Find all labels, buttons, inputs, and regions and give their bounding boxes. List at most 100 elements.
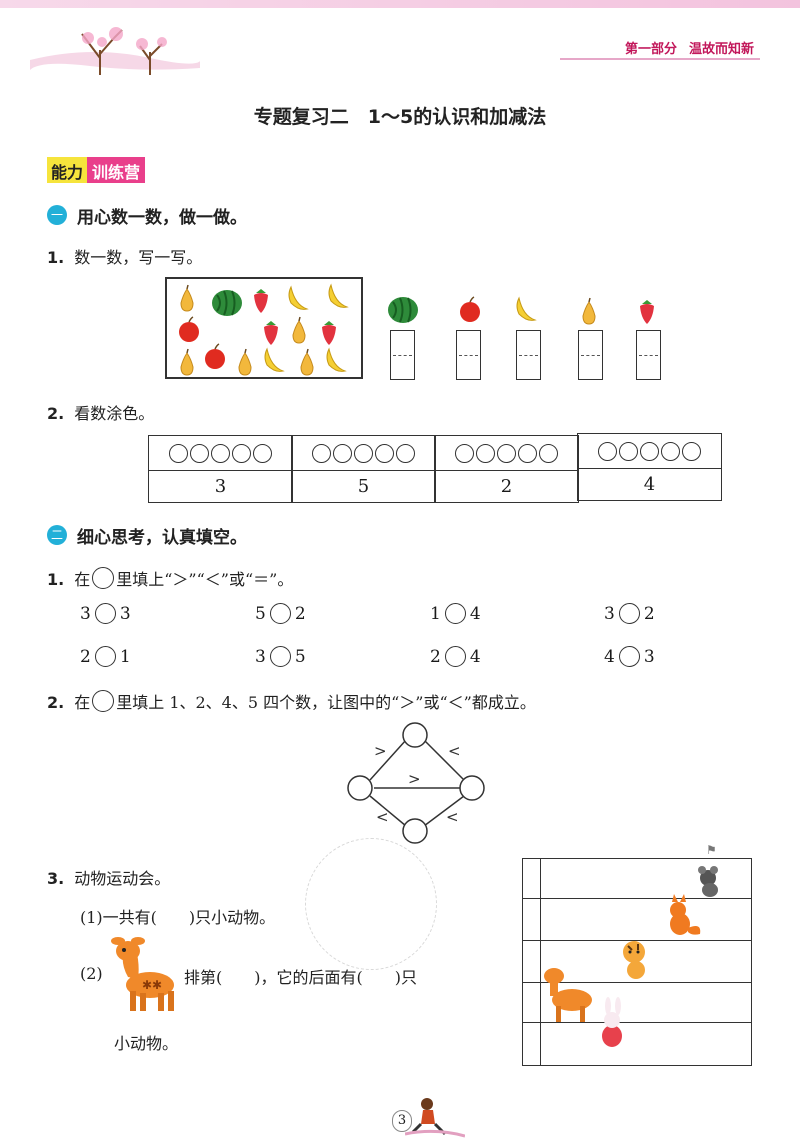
strawberry-icon bbox=[640, 300, 654, 324]
color-box[interactable]: 2 bbox=[434, 435, 579, 503]
apple-icon bbox=[178, 316, 200, 343]
circle[interactable] bbox=[333, 443, 352, 463]
node-bottom bbox=[402, 818, 428, 844]
node-right bbox=[459, 775, 485, 801]
circle[interactable] bbox=[640, 441, 659, 461]
s2-q3-part1: (1)一共有( )只小动物。 bbox=[80, 908, 276, 927]
fox-icon bbox=[670, 894, 701, 935]
write-box-banana[interactable] bbox=[516, 330, 541, 380]
sign-top-left: > bbox=[374, 742, 387, 760]
oval-icon bbox=[92, 690, 115, 712]
cmp-right: 5 bbox=[294, 646, 306, 667]
s2-q2-num: 2. bbox=[47, 693, 65, 712]
circle-row bbox=[292, 436, 435, 471]
header-part: 第一部分 bbox=[624, 42, 677, 57]
cmp-left: 4 bbox=[604, 646, 615, 667]
compare-circle[interactable] bbox=[444, 603, 466, 624]
circle[interactable] bbox=[497, 443, 516, 463]
cmp-right: 1 bbox=[119, 646, 131, 667]
circle[interactable] bbox=[455, 443, 474, 463]
circle[interactable] bbox=[253, 443, 272, 463]
page-title: 专题复习二 1～5的认识和加减法 bbox=[253, 106, 547, 128]
circle[interactable] bbox=[539, 443, 558, 463]
circle[interactable] bbox=[169, 443, 188, 463]
color-number: 5 bbox=[357, 476, 370, 497]
compare-circle[interactable] bbox=[618, 646, 640, 667]
compare-circle[interactable] bbox=[269, 646, 291, 667]
compare-circle[interactable] bbox=[94, 603, 116, 624]
sign-bottom-right: < bbox=[446, 808, 459, 826]
mouse-icon bbox=[698, 866, 718, 897]
s2-q3-part2-label: (2) bbox=[80, 964, 103, 983]
s1-q2-text: 看数涂色。 bbox=[74, 404, 155, 423]
compare-circle[interactable] bbox=[618, 603, 640, 624]
strawberry-icon bbox=[254, 289, 268, 313]
node-left bbox=[347, 775, 373, 801]
cmp-left: 2 bbox=[80, 646, 91, 667]
watermelon-icon bbox=[387, 296, 419, 324]
s2-q2: 2.在里填上 1、2、4、5 四个数，让图中的“＞”或“＜”都成立。 bbox=[47, 689, 536, 713]
header-band bbox=[0, 0, 800, 8]
circle[interactable] bbox=[661, 441, 680, 461]
compare-circle[interactable] bbox=[269, 603, 291, 624]
write-box-strawberry[interactable] bbox=[636, 330, 661, 380]
s2-q3: 3.动物运动会。 bbox=[47, 865, 170, 889]
circle[interactable] bbox=[375, 443, 394, 463]
circle[interactable] bbox=[312, 443, 331, 463]
banana-icon bbox=[516, 297, 536, 321]
s2-q1-text-a: 在 bbox=[74, 570, 91, 589]
deer-icon: ✱✱ bbox=[111, 937, 174, 1011]
lane-divider bbox=[522, 982, 752, 983]
strawberry-icon bbox=[322, 321, 336, 345]
write-box-watermelon[interactable] bbox=[390, 330, 415, 380]
footer-skater-icon bbox=[405, 1098, 465, 1138]
s2-q3-part2-cont: 小动物。 bbox=[114, 1034, 179, 1053]
s1-q2: 2. 看数涂色。 bbox=[47, 400, 154, 424]
color-box[interactable]: 5 bbox=[291, 435, 436, 503]
rabbit-icon bbox=[602, 997, 622, 1047]
banana-icon bbox=[328, 284, 348, 308]
write-box-pear[interactable] bbox=[578, 330, 603, 380]
write-box-apple[interactable] bbox=[456, 330, 481, 380]
section1-icon: 一 bbox=[47, 205, 67, 225]
cmp-right: 2 bbox=[294, 603, 306, 624]
oval-icon bbox=[92, 567, 115, 589]
circle[interactable] bbox=[354, 443, 373, 463]
circle-row bbox=[578, 434, 721, 469]
circle[interactable] bbox=[682, 441, 701, 461]
circle[interactable] bbox=[598, 441, 617, 461]
s1-q2-num: 2. bbox=[47, 404, 65, 423]
cmp-right: 4 bbox=[469, 603, 481, 624]
color-box[interactable]: 3 bbox=[148, 435, 293, 503]
section2-icon: 二 bbox=[47, 525, 67, 545]
badge-right: 训练营 bbox=[87, 157, 146, 183]
color-box[interactable]: 4 bbox=[577, 433, 722, 501]
sign-bottom-left: < bbox=[376, 808, 389, 826]
compare-circle[interactable] bbox=[94, 646, 116, 667]
header-underline bbox=[560, 58, 760, 60]
circle[interactable] bbox=[232, 443, 251, 463]
circle[interactable] bbox=[518, 443, 537, 463]
sign-top-right: < bbox=[448, 742, 461, 760]
s2-q3-num: 3. bbox=[47, 869, 65, 888]
circle[interactable] bbox=[619, 441, 638, 461]
circle[interactable] bbox=[476, 443, 495, 463]
circle[interactable] bbox=[211, 443, 230, 463]
pear-icon bbox=[180, 284, 194, 312]
fruit-pictures bbox=[178, 284, 348, 376]
tiger-icon bbox=[623, 941, 645, 979]
compare-circle[interactable] bbox=[444, 646, 466, 667]
diamond-diagram: > < > < < bbox=[347, 722, 485, 844]
cmp-right: 4 bbox=[469, 646, 481, 667]
banana-icon bbox=[264, 348, 284, 372]
svg-text:✱✱: ✱✱ bbox=[142, 978, 162, 992]
circle[interactable] bbox=[396, 443, 415, 463]
s1-q1-text: 数一数，写一写。 bbox=[74, 248, 203, 267]
circle[interactable] bbox=[190, 443, 209, 463]
